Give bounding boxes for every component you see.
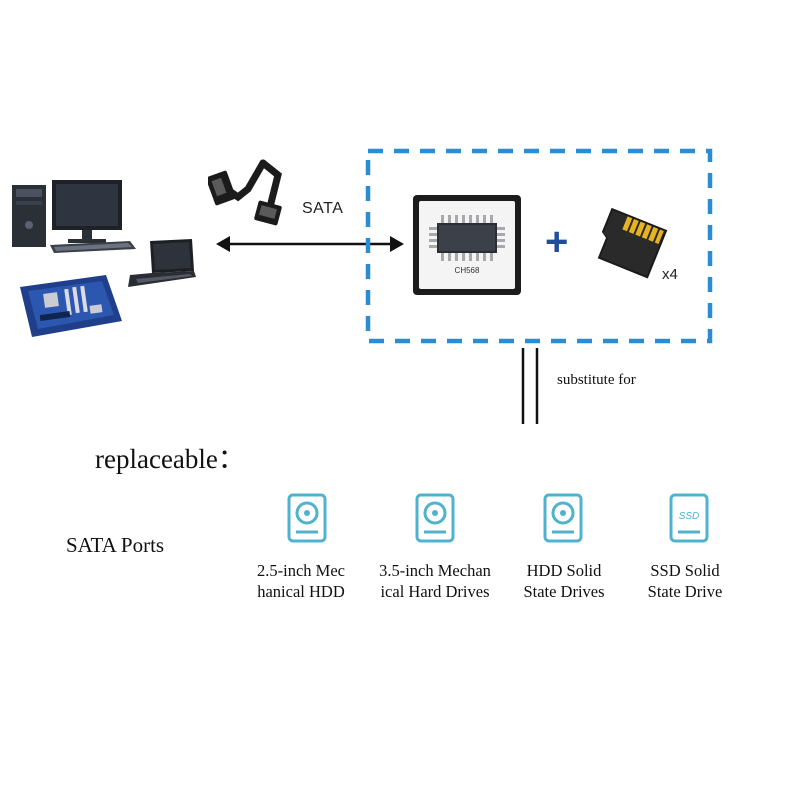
- sata-cable-illustration: [208, 155, 288, 235]
- device-label-ssd: SSD Solid State Drive: [620, 560, 750, 602]
- device-label-line: SSD Solid: [650, 561, 720, 580]
- chip-pins: [429, 215, 505, 261]
- hdd-icon: [414, 492, 456, 544]
- host-devices-illustration: [10, 175, 200, 345]
- device-label-3-5-hdd: 3.5-inch Mechan ical Hard Drives: [370, 560, 500, 602]
- replaceable-heading: replaceable：: [95, 444, 245, 474]
- hdd-icon: [542, 492, 584, 544]
- sata-link-label: SATA: [302, 200, 344, 217]
- substitute-label: substitute for: [557, 372, 636, 388]
- device-label-line: HDD Solid: [526, 561, 602, 580]
- sata-ports-label: SATA Ports: [66, 533, 165, 557]
- device-label-line: hanical HDD: [257, 582, 345, 601]
- device-label-line: State Drives: [523, 582, 605, 601]
- ssd-icon-text: SSD: [679, 511, 700, 522]
- device-label-2-5-hdd: 2.5-inch Mec hanical HDD: [236, 560, 366, 602]
- substitute-connector: [518, 348, 548, 426]
- device-label-hdd-solid: HDD Solid State Drives: [499, 560, 629, 602]
- device-label-line: State Drive: [647, 582, 723, 601]
- plus-sign: +: [545, 220, 569, 264]
- adapter-dashed-box: [365, 148, 715, 346]
- keyboard-icon: [50, 241, 136, 253]
- motherboard-icon: [20, 275, 122, 337]
- hdd-icon: [286, 492, 328, 544]
- device-label-line: ical Hard Drives: [380, 582, 490, 601]
- laptop-icon: [128, 239, 196, 287]
- ssd-icon: SSD: [668, 492, 710, 544]
- microsd-card-icon: [584, 206, 678, 290]
- ch568-chip: CH568: [413, 195, 521, 295]
- card-count-label: x4: [662, 266, 678, 283]
- desktop-tower-icon: [12, 185, 46, 247]
- monitor-icon: [52, 180, 122, 243]
- device-label-line: 3.5-inch Mechan: [379, 561, 491, 580]
- chip-label: CH568: [454, 266, 480, 275]
- device-label-line: 2.5-inch Mec: [257, 561, 345, 580]
